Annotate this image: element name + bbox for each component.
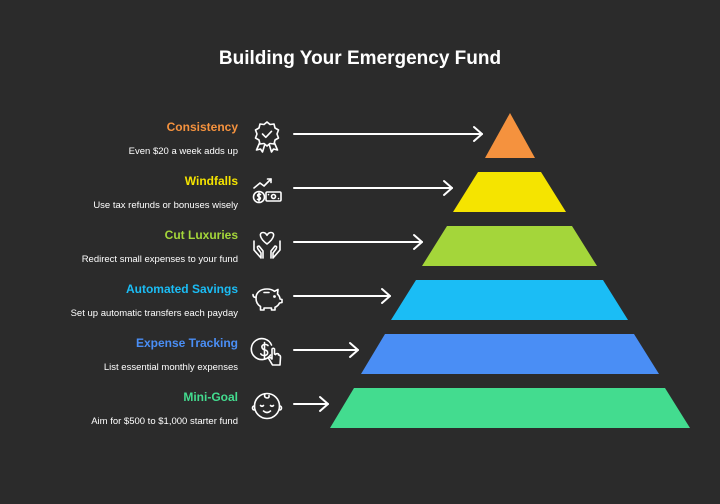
pyramid-level-consistency: [485, 113, 535, 158]
arrow-cut-luxuries: [293, 234, 423, 250]
award-badge-icon: [254, 121, 280, 153]
level-desc-expense-tracking: List essential monthly expenses: [103, 362, 238, 373]
level-desc-automated-savings: Set up automatic transfers each payday: [70, 308, 238, 319]
arrow-mini-goal: [293, 396, 329, 412]
level-label-cut-luxuries: Cut Luxuries: [164, 228, 238, 242]
level-label-automated-savings: Automated Savings: [125, 282, 238, 296]
piggy-bank-icon: [252, 288, 283, 311]
pyramid-level-automated-savings: [391, 280, 628, 320]
baby-face-icon: [251, 392, 283, 420]
pyramid-level-mini-goal: [330, 388, 690, 428]
pyramid-level-expense-tracking: [361, 334, 659, 374]
arrow-automated-savings: [293, 288, 391, 304]
diagram-title: Building Your Emergency Fund: [218, 48, 502, 69]
arrow-windfalls: [293, 180, 453, 196]
level-desc-windfalls: Use tax refunds or bonuses wisely: [93, 200, 238, 211]
dollar-touch-icon: [250, 337, 282, 366]
arrow-consistency: [293, 126, 483, 142]
level-label-consistency: Consistency: [166, 120, 238, 134]
pyramid-level-cut-luxuries: [422, 226, 597, 266]
level-desc-cut-luxuries: Redirect small expenses to your fund: [81, 254, 238, 265]
level-desc-consistency: Even $20 a week adds up: [128, 146, 238, 157]
level-desc-mini-goal: Aim for $500 to $1,000 starter fund: [91, 416, 238, 427]
level-label-windfalls: Windfalls: [184, 174, 238, 188]
heart-hands-icon: [253, 231, 281, 259]
level-label-expense-tracking: Expense Tracking: [135, 336, 238, 350]
pyramid-level-windfalls: [453, 172, 566, 212]
money-growth-icon: [252, 178, 282, 204]
level-label-mini-goal: Mini-Goal: [183, 390, 238, 404]
arrow-expense-tracking: [293, 342, 359, 358]
